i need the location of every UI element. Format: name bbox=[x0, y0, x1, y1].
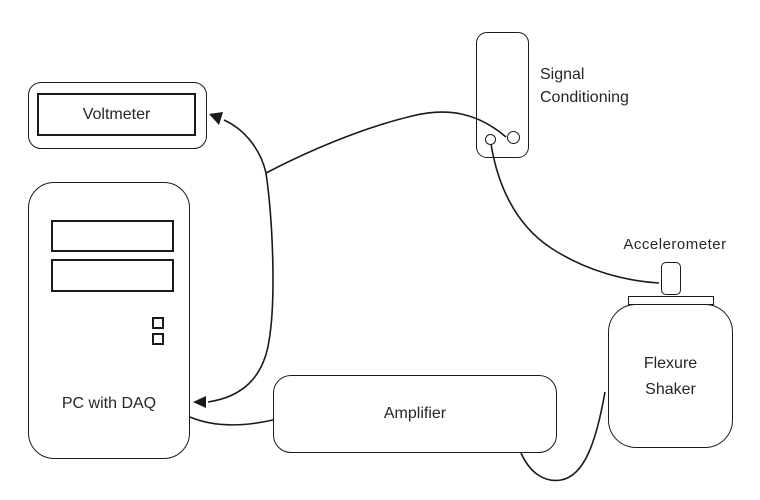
flexure-shaker-label: Flexure Shaker bbox=[643, 355, 698, 398]
wire-sc-to-junction bbox=[265, 111, 507, 174]
signal-conditioning-box bbox=[476, 32, 529, 158]
pc-button-1 bbox=[152, 317, 164, 329]
signal-conditioning-label: Signal Conditioning bbox=[540, 66, 629, 106]
sc-connector-left bbox=[485, 134, 496, 145]
wire-junction-to-voltmeter bbox=[223, 119, 267, 174]
pc-button-2 bbox=[152, 333, 164, 345]
pc-label: PC with DAQ bbox=[61, 395, 157, 412]
wire-sc-to-accelerometer bbox=[490, 143, 660, 284]
sc-connector-right bbox=[507, 131, 520, 144]
flexure-shaker-box: Flexure Shaker bbox=[608, 304, 733, 448]
accelerometer-label: Accelerometer bbox=[623, 236, 727, 253]
amplifier-box: Amplifier bbox=[273, 375, 557, 453]
voltmeter-arrowhead bbox=[209, 112, 223, 125]
pc-drive-bay-2 bbox=[51, 259, 174, 292]
voltmeter-display: Voltmeter bbox=[37, 93, 196, 136]
pc-drive-bay-1 bbox=[51, 220, 174, 252]
wire-junction-to-pc bbox=[207, 172, 274, 403]
wire-pc-to-amplifier bbox=[189, 416, 274, 426]
amplifier-label: Amplifier bbox=[383, 405, 447, 422]
pc-tower-box: PC with DAQ bbox=[28, 182, 190, 459]
voltmeter-box: Voltmeter bbox=[28, 82, 207, 149]
accelerometer-box bbox=[661, 262, 681, 295]
voltmeter-label: Voltmeter bbox=[82, 105, 151, 123]
pc-arrowhead bbox=[193, 396, 206, 408]
